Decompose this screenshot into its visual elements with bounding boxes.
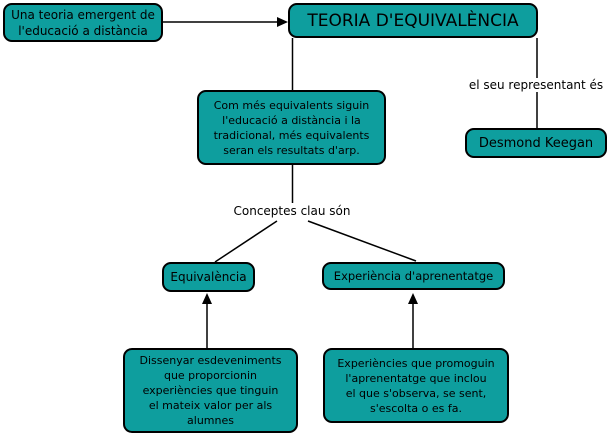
node-teoria-equivalencia[interactable]: TEORIA D'EQUIVALÈNCIA (288, 3, 538, 38)
node-dissenyar-esdeveniments-label: Dissenyar esdeveniments que proporcionin… (139, 354, 282, 427)
arrowhead-up-left-icon (202, 293, 212, 304)
connector-conceptes-to-experiencia (307, 220, 417, 262)
link-label-representant[interactable]: el seu representant és (462, 78, 610, 92)
connector-conceptes-to-equivalencia (214, 220, 278, 263)
arrowhead-up-right-icon (408, 293, 418, 304)
node-definition[interactable]: Com més equivalents siguin l'educació a … (197, 90, 386, 165)
node-equivalencia-label: Equivalència (170, 270, 247, 284)
arrowhead-right-icon (277, 17, 288, 27)
node-experiencies-promoguin[interactable]: Experiències que promoguin l'aprenentatg… (323, 348, 509, 423)
node-emergent-theory-label: Una teoria emergent de l'educació a dist… (11, 7, 155, 38)
node-teoria-equivalencia-label: TEORIA D'EQUIVALÈNCIA (307, 10, 519, 31)
node-emergent-theory[interactable]: Una teoria emergent de l'educació a dist… (3, 3, 163, 42)
node-desmond-keegan[interactable]: Desmond Keegan (465, 128, 607, 158)
link-label-conceptes[interactable]: Conceptes clau són (227, 204, 357, 218)
node-equivalencia[interactable]: Equivalència (162, 262, 255, 292)
node-experiencies-promoguin-label: Experiències que promoguin l'aprenentatg… (337, 356, 495, 415)
node-definition-label: Com més equivalents siguin l'educació a … (213, 98, 370, 157)
node-dissenyar-esdeveniments[interactable]: Dissenyar esdeveniments que proporcionin… (123, 348, 298, 433)
node-desmond-keegan-label: Desmond Keegan (478, 135, 594, 151)
node-experiencia-aprenentatge[interactable]: Experiència d'aprenentatge (322, 262, 505, 290)
node-experiencia-aprenentatge-label: Experiència d'aprenentatge (333, 269, 494, 283)
